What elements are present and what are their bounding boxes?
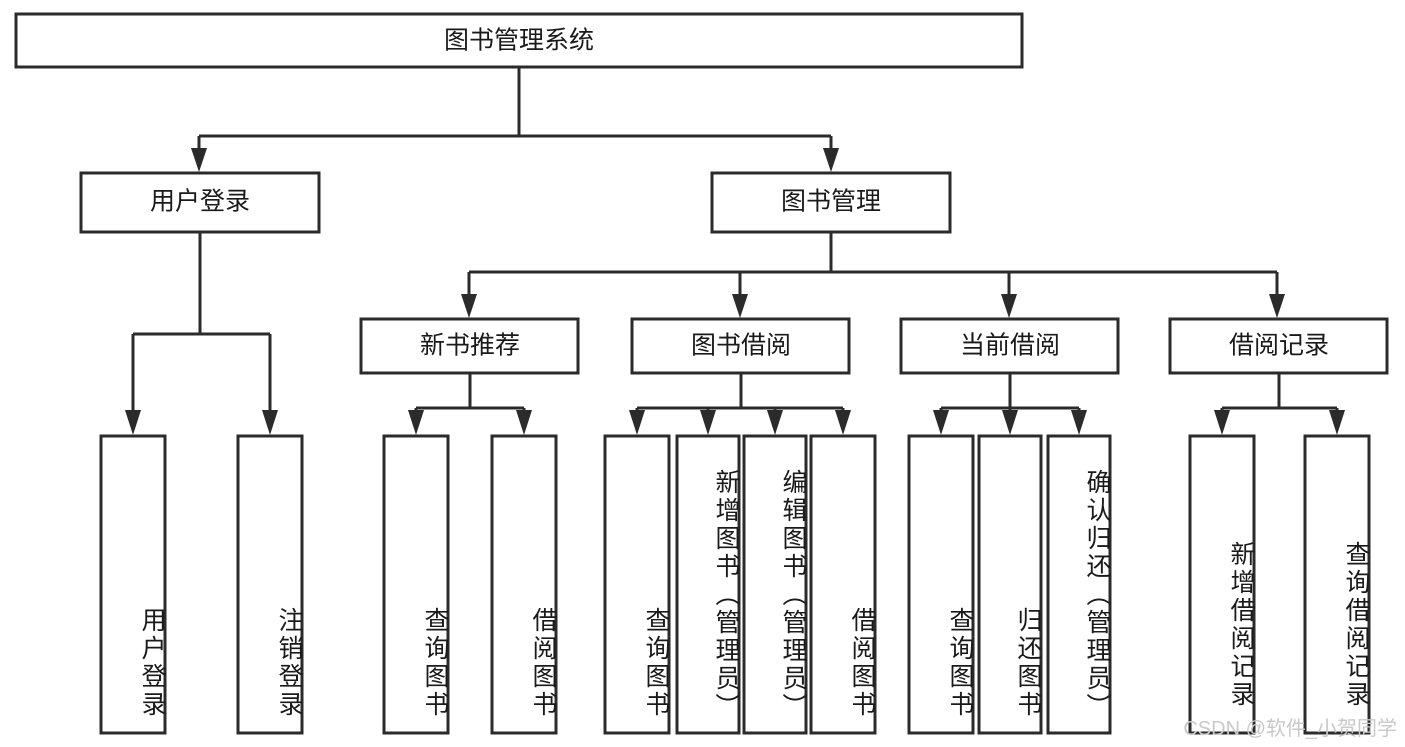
node-book-borrow-label: 图书借阅 [691,332,791,360]
csdn-watermark: CSDN @软件_小贺同学 [1183,718,1397,740]
node-leaf-confirm-return-box[interactable] [1046,434,1112,735]
node-user-login-label: 用户登录 [150,188,250,216]
node-current-borrow-box[interactable] [899,317,1120,375]
node-leaf-edit-book-box[interactable] [742,434,808,735]
node-root-label: 图书管理系统 [444,27,594,55]
node-leaf-borrow-book-box[interactable] [809,434,877,735]
node-book-manage-box[interactable] [710,171,952,234]
node-new-book-box[interactable] [359,317,580,375]
arrow-head-current-borrow-leaf-3 [1071,410,1087,435]
node-new-book-label: 新书推荐 [420,332,520,360]
arrow-head-book-borrow-leaf-2 [700,410,716,435]
node-book-manage-label: 图书管理 [781,188,881,216]
arrow-head-new-book-leaf-2 [516,410,532,435]
node-leaf-new-book-query-box[interactable] [382,434,450,735]
arrow-head-user-login-leaf-2 [262,410,278,435]
node-leaf-new-book-borrow-box[interactable] [490,434,558,735]
node-leaf-add-book-box[interactable] [675,434,741,735]
arrow-head-to-book-borrow [732,294,748,318]
node-leaf-borrow-query-box[interactable] [603,434,671,735]
arrow-head-to-new-book [461,294,477,318]
node-current-borrow-label: 当前借阅 [960,332,1060,360]
arrow-head-book-borrow-leaf-1 [629,410,645,435]
node-borrow-record-box[interactable] [1168,317,1389,375]
arrow-head-to-book-manage [823,148,839,172]
node-book-borrow-box[interactable] [630,317,851,375]
node-borrow-record-label: 借阅记录 [1229,332,1329,360]
node-leaf-current-query-box[interactable] [907,434,975,735]
arrow-head-user-login-leaf-1 [125,410,141,435]
arrow-head-current-borrow-leaf-1 [933,410,949,435]
node-root-box[interactable] [14,12,1024,69]
arrow-head-book-borrow-leaf-4 [835,410,851,435]
arrow-head-to-user-login [191,148,207,172]
arrow-head-to-borrow-record [1269,294,1285,318]
arrow-head-borrow-record-leaf-2 [1329,410,1345,435]
arrow-head-to-current-borrow [1001,294,1017,318]
node-leaf-logout-box[interactable] [236,434,304,735]
arrow-head-current-borrow-leaf-2 [1002,410,1018,435]
node-leaf-return-book-box[interactable] [977,434,1043,735]
arrow-head-new-book-leaf-1 [408,410,424,435]
node-leaf-add-record-box[interactable] [1188,434,1256,735]
node-leaf-query-record-box[interactable] [1303,434,1371,735]
arrow-head-borrow-record-leaf-1 [1214,410,1230,435]
node-leaf-user-login-box[interactable] [99,434,167,735]
arrow-head-book-borrow-leaf-3 [767,410,783,435]
